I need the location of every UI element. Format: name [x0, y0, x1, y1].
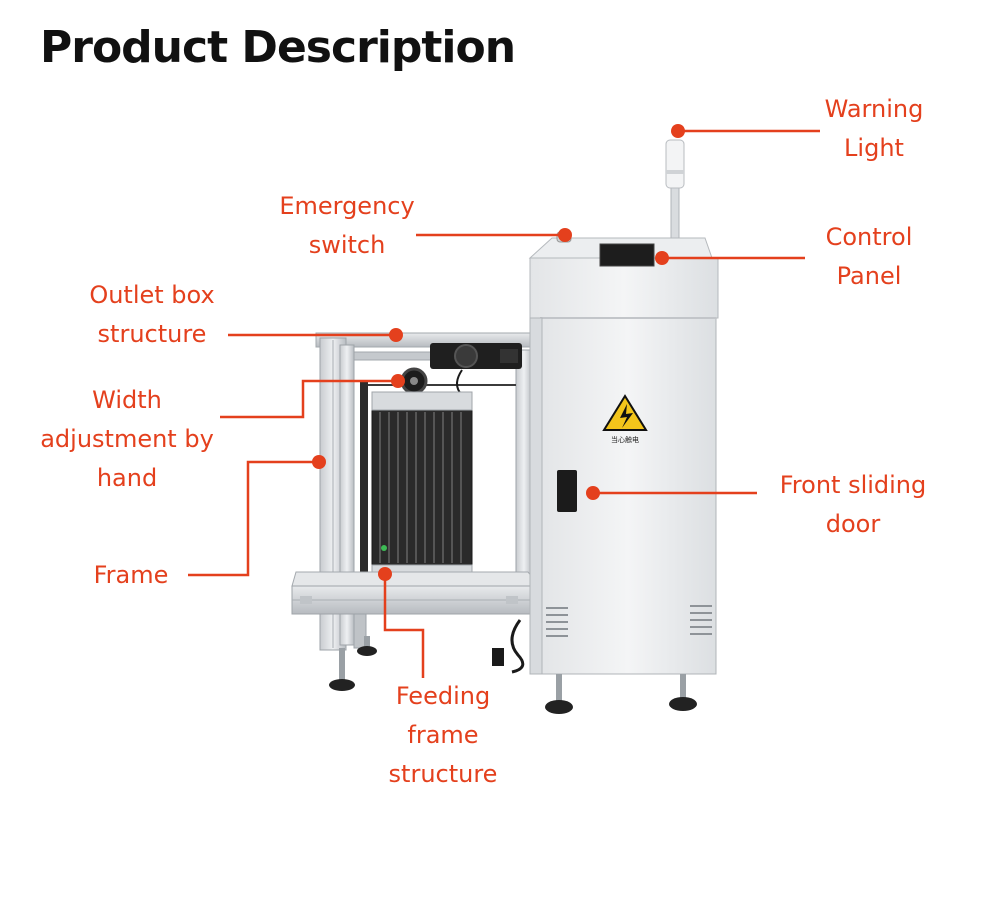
warning-light [665, 139, 685, 189]
dot-outlet-box [389, 328, 403, 342]
label-warning-light: Warning Light [824, 95, 924, 162]
dot-control-panel [655, 251, 669, 265]
dot-front-door [586, 486, 600, 500]
magazine [371, 391, 473, 578]
dot-feeding-frame [378, 567, 392, 581]
callout-dots [312, 124, 685, 581]
machine-illustration: 当心触电 [291, 139, 719, 714]
page-title: Product Description [40, 22, 516, 73]
door-handle [557, 470, 577, 512]
label-emergency-switch: Emergency switch [279, 192, 415, 259]
dot-emergency-switch [558, 228, 572, 242]
control-panel-screen [599, 243, 655, 267]
label-front-door: Front sliding door [779, 471, 927, 538]
callout-line-feeding-frame [383, 574, 425, 678]
dot-width-adjustment [391, 374, 405, 388]
cabinet-top [529, 257, 719, 319]
label-control-panel: Control Panel [825, 223, 913, 290]
label-feeding-frame: Feeding frame structure [388, 682, 498, 788]
dot-warning-light [671, 124, 685, 138]
label-outlet-box: Outlet box structure [89, 281, 215, 348]
callout-line-frame [188, 460, 319, 577]
label-frame: Frame [93, 561, 169, 589]
label-width-adjustment: Width adjustment by hand [40, 386, 214, 492]
warning-sign-text: 当心触电 [611, 435, 639, 444]
callout-line-width-adjustment [220, 379, 398, 419]
dot-frame [312, 455, 326, 469]
callout-lines [188, 129, 820, 678]
